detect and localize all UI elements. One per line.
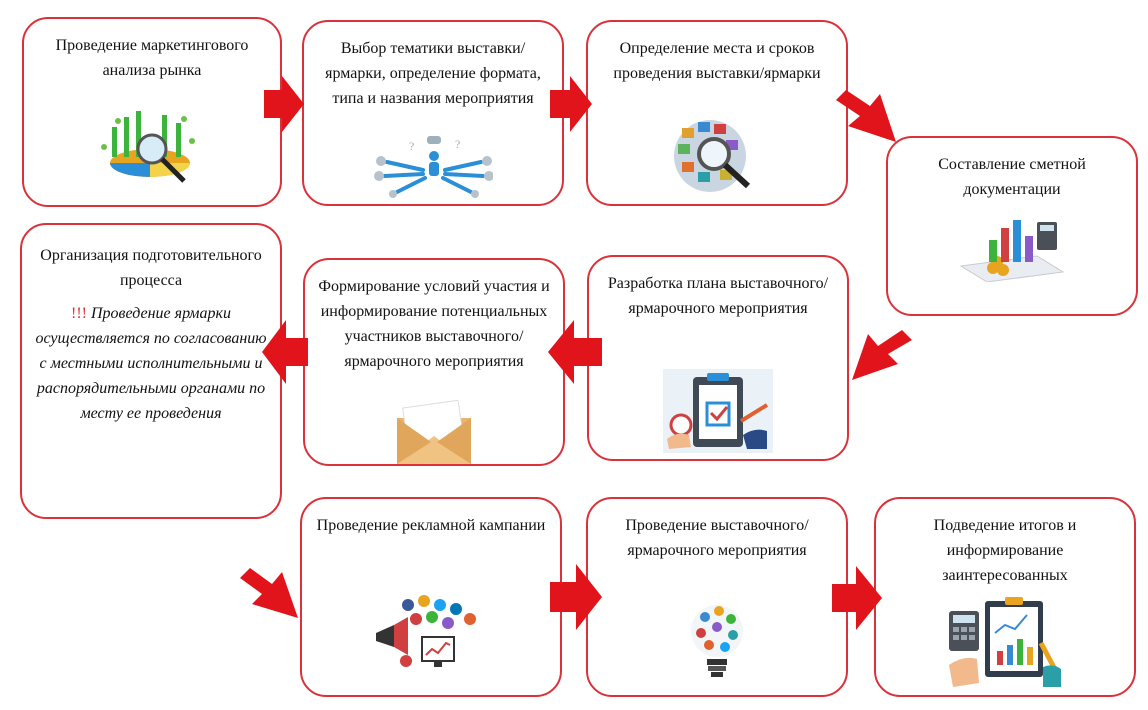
step-title: Формирование условий участия и информиро…: [318, 278, 550, 370]
step-participation-terms: Формирование условий участия и информиро…: [303, 258, 565, 466]
step-event-plan: Разработка плана выставочного/ярмарочног…: [587, 255, 849, 461]
arrow-left-1: [548, 320, 602, 384]
market-analysis-icon: [101, 111, 195, 183]
arrow-right-1: [264, 76, 304, 132]
step-title: Определение места и сроков проведения вы…: [613, 40, 821, 82]
envelope-icon: [397, 400, 471, 464]
clipboard-plan-icon: [663, 369, 773, 453]
step-title: Проведение рекламной кампании: [316, 517, 546, 534]
choice-arrows-icon: ??: [374, 136, 493, 198]
arrow-diagonal-down-right-2: [240, 568, 298, 618]
step-title: Разработка плана выставочного/ярмарочног…: [607, 275, 829, 317]
globe-magnifier-icon: [674, 120, 751, 192]
step-summing-up: Подведение итогов и информирование заинт…: [874, 497, 1136, 697]
svg-text:?: ?: [455, 137, 460, 151]
arrow-left-2: [262, 320, 308, 384]
step-market-analysis: Проведение маркетингового анализа рынка: [22, 17, 282, 207]
arrow-diagonal-down-left: [852, 330, 912, 380]
arrow-right-2: [550, 76, 592, 132]
step-note: !!! Проведение ярмарки осуществляется по…: [32, 301, 270, 426]
step-title: Составление сметной документации: [938, 156, 1086, 198]
note-text: Проведение ярмарки осуществляется по сог…: [35, 305, 267, 422]
step-holding-event: Проведение выставочного/ярмарочного меро…: [586, 497, 848, 697]
step-theme-selection: Выбор тематики выставки/ярмарки, определ…: [302, 20, 564, 206]
step-title: Проведение выставочного/ярмарочного меро…: [625, 517, 809, 559]
step-preparation: Организация подготовительного процесса !…: [20, 223, 282, 519]
step-title: Выбор тематики выставки/ярмарки, определ…: [325, 40, 541, 107]
step-advertising: Проведение рекламной кампании: [300, 497, 562, 697]
arrow-right-3: [550, 564, 602, 630]
step-place-and-dates: Определение места и сроков проведения вы…: [586, 20, 848, 206]
step-title: Подведение итогов и информирование заинт…: [933, 517, 1077, 584]
arrow-diagonal-down-right: [836, 90, 896, 142]
step-budget-documents: Составление сметной документации: [886, 136, 1138, 316]
budget-charts-icon: [959, 220, 1065, 282]
step-title: Проведение маркетингового анализа рынка: [55, 37, 249, 79]
step-title: Организация подготовительного процесса: [40, 247, 262, 289]
report-review-icon: [949, 597, 1062, 687]
arrow-right-4: [832, 566, 882, 630]
svg-text:?: ?: [409, 139, 414, 153]
social-media-icon: [376, 595, 476, 667]
lightbulb-icon: [691, 605, 743, 677]
note-mark: !!!: [71, 305, 87, 322]
